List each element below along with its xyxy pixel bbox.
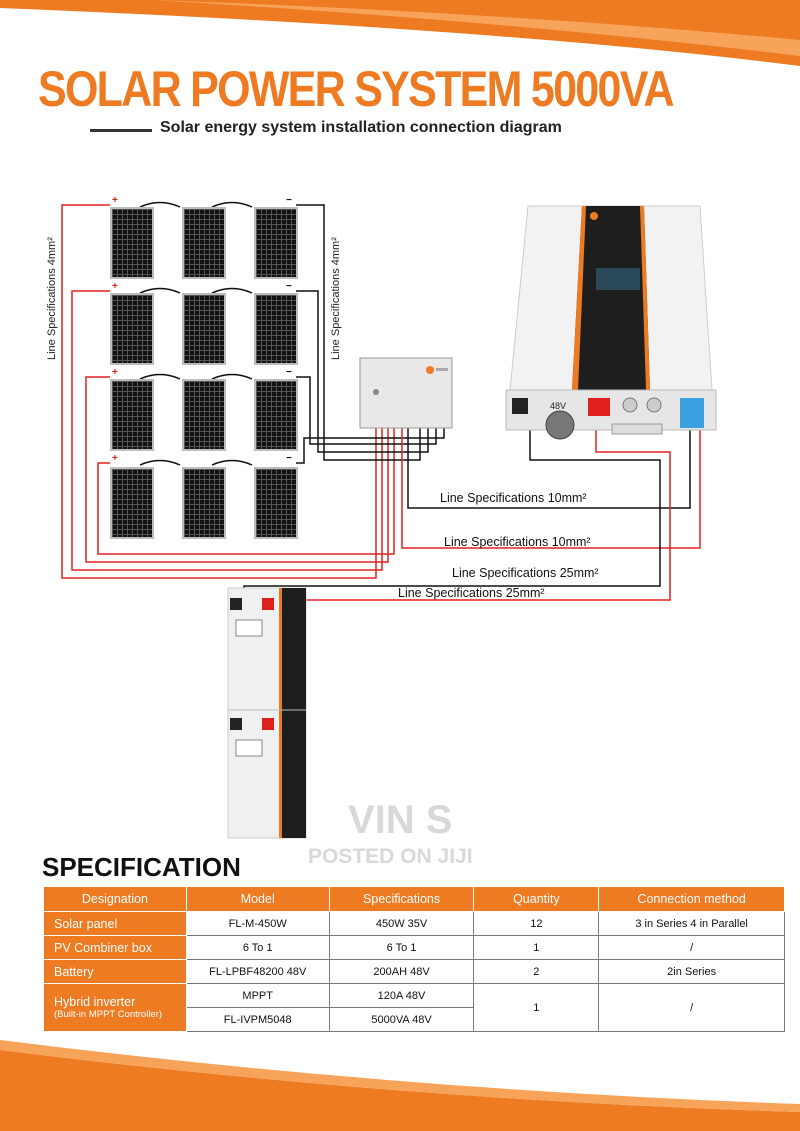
model-cell: FL-IVPM5048 <box>185 1007 330 1032</box>
solar-panel <box>182 207 226 279</box>
spec-cell: 6 To 1 <box>328 935 475 960</box>
panel-jumpers <box>139 201 253 466</box>
page-subtitle: Solar energy system installation connect… <box>160 119 562 136</box>
string-positive-wires <box>61 204 395 579</box>
minus-mark: − <box>286 281 292 292</box>
line-spec-label: Line Specifications 10mm² <box>440 491 587 505</box>
spec-cell: 200AH 48V <box>328 959 475 984</box>
line-spec-label: Line Specifications 25mm² <box>452 566 599 580</box>
table-row: FL-IVPM5048 5000VA 48V <box>44 1007 785 1032</box>
minus-mark: − <box>286 367 292 378</box>
col-header: Designation <box>43 886 187 912</box>
method-cell: 3 in Series 4 in Parallel <box>598 911 785 936</box>
battery-tower <box>227 587 307 839</box>
watermark-name: VIN S <box>348 798 453 842</box>
solar-panel <box>254 293 298 365</box>
solar-panel <box>254 207 298 279</box>
table-row: Hybrid inverter (Built-in MPPT Controlle… <box>43 983 785 1032</box>
solar-panel <box>110 207 154 279</box>
spec-cell: 120A 48V <box>328 983 475 1008</box>
table-row: Battery FL-LPBF48200 48V 200AH 48V 2 2in… <box>43 959 785 984</box>
col-header: Quantity <box>473 886 600 912</box>
minus-mark: − <box>286 453 292 464</box>
solar-panel <box>182 467 226 539</box>
col-header: Connection method <box>598 886 785 912</box>
model-cell: FL-LPBF48200 48V <box>185 959 330 984</box>
left-line-spec: Line Specifications 4mm² <box>46 237 58 360</box>
model-cell: FL-M-450W <box>185 911 330 936</box>
subtitle-rule <box>90 129 152 132</box>
solar-panel <box>254 379 298 451</box>
pv-to-inverter-black <box>407 420 691 509</box>
solar-panel <box>110 379 154 451</box>
designation-cell: PV Combiner box <box>43 935 187 960</box>
quantity-cell: 12 <box>473 911 600 936</box>
designation-note: (Built-in MPPT Controller) <box>54 1009 163 1020</box>
solar-panel <box>254 467 298 539</box>
battery-voltage-label: 48V <box>550 401 566 411</box>
col-header: Model <box>185 886 330 912</box>
table-header-row: Designation Model Specifications Quantit… <box>43 886 785 912</box>
watermark-posted: POSTED ON JIJI <box>308 845 473 868</box>
bottom-banner <box>0 1040 800 1131</box>
model-cell: 6 To 1 <box>185 935 330 960</box>
quantity-cell: 1 <box>473 983 600 1032</box>
table-row: PV Combiner box 6 To 1 6 To 1 1 / <box>43 935 785 960</box>
quantity-cell: 1 <box>473 935 600 960</box>
right-line-spec: Line Specifications 4mm² <box>330 237 342 360</box>
solar-panel <box>182 293 226 365</box>
pv-to-inverter-red <box>401 420 701 549</box>
solar-panel <box>110 293 154 365</box>
designation-label: Hybrid inverter <box>54 995 136 1009</box>
method-cell: / <box>598 983 785 1032</box>
designation-cell: Battery <box>43 959 187 984</box>
top-banner <box>0 0 800 66</box>
method-cell: / <box>598 935 785 960</box>
line-spec-label: Line Specifications 25mm² <box>398 586 545 600</box>
designation-cell: Solar panel <box>43 911 187 936</box>
string-negative-wires <box>296 204 445 464</box>
page-title: SOLAR POWER SYSTEM 5000VA <box>38 61 675 117</box>
solar-panel <box>182 379 226 451</box>
quantity-cell: 2 <box>473 959 600 984</box>
solar-panel <box>110 467 154 539</box>
specification-title: SPECIFICATION <box>42 852 241 882</box>
plus-mark: + <box>112 453 118 464</box>
method-cell: 2in Series <box>598 959 785 984</box>
wiring-diagram: 48V + + + + − − − − <box>61 195 717 839</box>
plus-mark: + <box>112 195 118 206</box>
model-cell: MPPT <box>185 983 330 1008</box>
spec-cell: 5000VA 48V <box>328 1007 475 1032</box>
minus-mark: − <box>286 195 292 206</box>
specification-table: Designation Model Specifications Quantit… <box>43 886 785 1032</box>
table-row: Solar panel FL-M-450W 450W 35V 12 3 in S… <box>43 911 785 936</box>
plus-mark: + <box>112 367 118 378</box>
spec-cell: 450W 35V <box>328 911 475 936</box>
line-spec-label: Line Specifications 10mm² <box>444 535 591 549</box>
col-header: Specifications <box>328 886 475 912</box>
plus-mark: + <box>112 281 118 292</box>
pv-combiner-box <box>359 357 453 429</box>
designation-cell: Hybrid inverter (Built-in MPPT Controlle… <box>43 983 187 1032</box>
hybrid-inverter <box>505 205 717 440</box>
